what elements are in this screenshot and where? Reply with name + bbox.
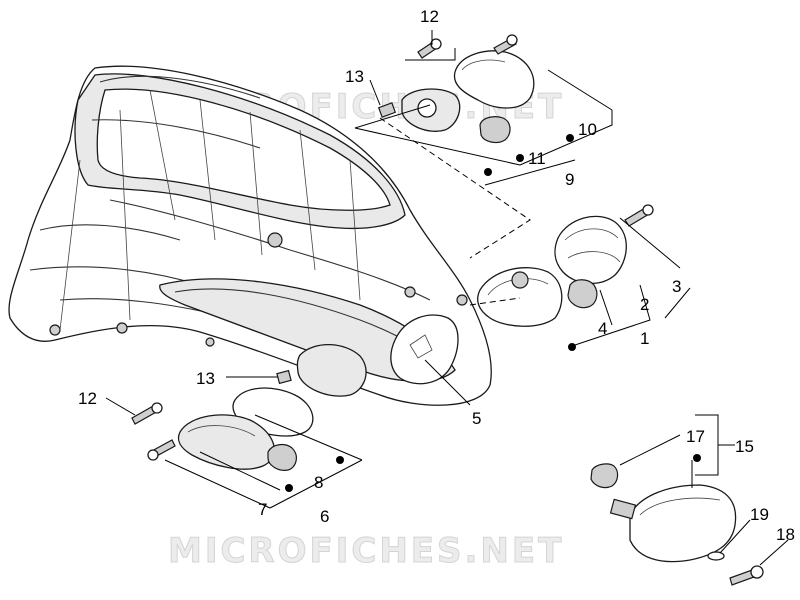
screw-top-right	[493, 34, 518, 55]
callout-8: 8	[314, 473, 323, 492]
callout-9: 9	[565, 170, 574, 189]
screw-top-left	[417, 38, 442, 59]
right-turn-signal-assembly	[554, 204, 654, 309]
callout-13-top: 13	[345, 67, 364, 86]
callout-7: 7	[258, 500, 267, 519]
callout-2: 2	[640, 295, 649, 314]
callout-13-lower: 13	[196, 369, 215, 388]
rear-light-assembly	[590, 463, 764, 586]
leader-lines	[105, 30, 789, 566]
callout-1: 1	[640, 329, 649, 348]
dashed-line-top	[379, 117, 531, 259]
left-turn-signal-assembly	[177, 369, 314, 471]
dashed-line-right	[469, 297, 521, 306]
screw-left-lower	[147, 439, 176, 461]
watermark-bottom: MICROFICHES.NET	[168, 531, 564, 571]
callout-3: 3	[672, 277, 681, 296]
callout-12-top: 12	[420, 7, 439, 26]
callout-18: 18	[776, 525, 795, 544]
callout-4: 4	[598, 319, 607, 338]
callout-labels: 12 13 10 11 9 3 2 4 1 5 13 12 8 7 6 17 1…	[78, 7, 795, 544]
callout-11: 11	[528, 149, 546, 168]
upper-turn-signal-assembly	[377, 50, 535, 144]
callout-5: 5	[472, 409, 481, 428]
callout-6: 6	[320, 507, 329, 526]
screw-left-upper	[131, 402, 163, 425]
callout-19: 19	[750, 505, 769, 524]
callout-17: 17	[686, 427, 705, 446]
callout-12-lower: 12	[78, 389, 97, 408]
front-shield-body	[8, 65, 563, 406]
callout-10: 10	[578, 120, 597, 139]
callout-15: 15	[735, 437, 754, 456]
